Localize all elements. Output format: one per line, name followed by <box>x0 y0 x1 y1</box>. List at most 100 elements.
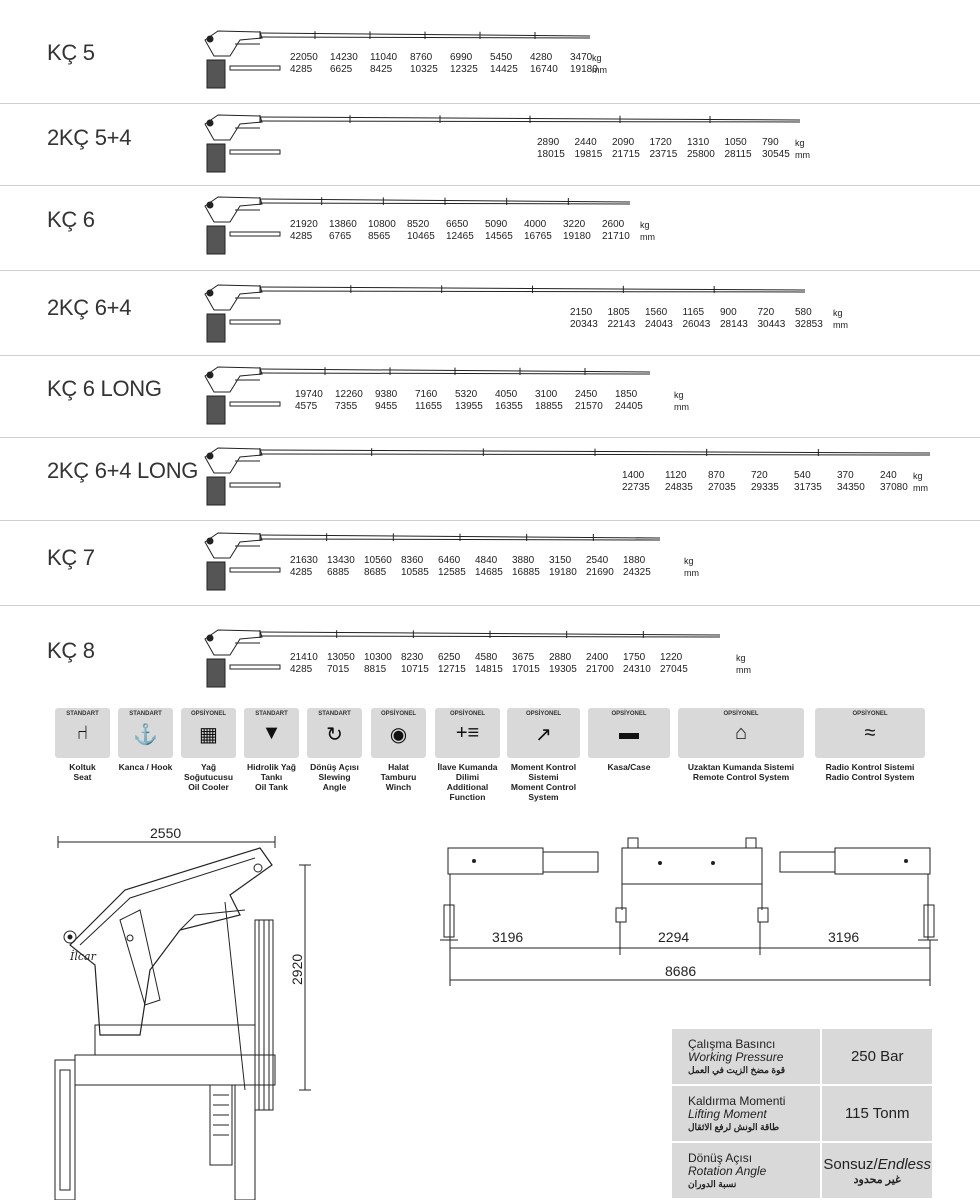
mm-value: 14425 <box>490 64 518 75</box>
kg-value: 2600 <box>602 219 625 230</box>
kg-value: 14230 <box>330 52 358 63</box>
oil-cooler-icon: ▦ <box>199 724 218 746</box>
option-label: Dönüş Açısı Slewing Angle <box>310 762 359 792</box>
spec-label-tr: Kaldırma Momenti <box>688 1094 786 1108</box>
option-tag: OPSİYONEL <box>852 711 888 717</box>
kg-value: 13430 <box>327 555 355 566</box>
kg-value: 790 <box>762 137 779 148</box>
mm-value: 22735 <box>622 482 650 493</box>
kg-value: 7160 <box>415 389 438 400</box>
kg-unit: kg <box>674 390 684 400</box>
kg-value: 580 <box>795 307 812 318</box>
option-tag: OPSİYONEL <box>723 711 759 717</box>
mm-value: 17015 <box>512 664 540 675</box>
mm-value: 16740 <box>530 64 558 75</box>
mm-value: 4575 <box>295 401 318 412</box>
crane-side-view: 2550 2920 İlcar <box>54 825 311 1200</box>
mm-value: 4285 <box>290 64 313 75</box>
option-tag: STANDART <box>66 711 99 717</box>
mm-value: 13955 <box>455 401 483 412</box>
kg-value: 720 <box>751 470 768 481</box>
mm-value: 19815 <box>574 149 603 160</box>
brand-logo: İlcar <box>69 949 97 963</box>
option-tag: STANDART <box>318 711 351 717</box>
mm-value: 19180 <box>563 231 591 242</box>
option-tag: OPSİYONEL <box>525 711 561 717</box>
winch-icon: ◉ <box>389 724 408 746</box>
model-name: KÇ 8 <box>47 638 95 663</box>
crane-reach-icon <box>204 447 931 506</box>
mm-value: 27035 <box>708 482 736 493</box>
mm-value: 8425 <box>370 64 393 75</box>
spec-value-ar: غير محدود <box>853 1173 901 1186</box>
mm-value: 4285 <box>290 664 313 675</box>
mm-value: 12465 <box>446 231 474 242</box>
model-name: KÇ 6 <box>47 207 95 232</box>
kg-value: 2540 <box>586 555 609 566</box>
spec-label: Dönüş Açısı Rotation Angle نسبة الدوران <box>669 1141 823 1200</box>
mm-value: 8565 <box>368 231 391 242</box>
crane-reach-icon <box>204 532 661 591</box>
model-name: KÇ 5 <box>47 40 95 65</box>
mm-value: 7355 <box>335 401 358 412</box>
mm-value: 8815 <box>364 664 387 675</box>
kg-value: 6460 <box>438 555 461 566</box>
mm-unit: mm <box>592 65 607 75</box>
spec-label-tr: Dönüş Açısı <box>688 1151 753 1165</box>
mm-value: 24835 <box>665 482 693 493</box>
spec-value: 115 Tonm <box>820 1084 934 1143</box>
kg-unit: kg <box>795 138 805 148</box>
kg-value: 8230 <box>401 652 424 663</box>
kg-value: 10560 <box>364 555 392 566</box>
mm-value: 11655 <box>415 401 443 412</box>
outrigger-diagram: 3196 2294 3196 8686 <box>440 837 938 986</box>
outrigger-total-dimension: 8686 <box>665 963 696 979</box>
kg-unit: kg <box>684 556 694 566</box>
kg-value: 370 <box>837 470 854 481</box>
outrigger-center-dimension: 2294 <box>658 929 689 945</box>
option-label: Halat Tamburu Winch <box>380 762 417 792</box>
model-name: KÇ 7 <box>47 545 95 570</box>
crane-reach-icon <box>204 196 631 255</box>
mm-value: 34350 <box>837 482 865 493</box>
kg-value: 4000 <box>524 219 547 230</box>
oil-tank-icon: ▼ <box>261 722 282 744</box>
kg-value: 10800 <box>368 219 396 230</box>
kg-value: 5320 <box>455 389 478 400</box>
kg-value: 540 <box>794 470 811 481</box>
kg-value: 720 <box>757 307 775 318</box>
kg-value: 4280 <box>530 52 553 63</box>
mm-value: 32853 <box>795 319 823 330</box>
mm-value: 6885 <box>327 567 350 578</box>
remote-control-icon: ⌂ <box>734 722 748 744</box>
mm-value: 9455 <box>375 401 398 412</box>
mm-value: 10715 <box>401 664 429 675</box>
option-item: STANDART⑁Koltuk Seat <box>55 708 110 782</box>
mm-value: 27045 <box>660 664 688 675</box>
outrigger-left-dimension: 3196 <box>492 929 523 945</box>
spec-label-ar: نسبة الدوران <box>688 1179 737 1189</box>
mm-unit: mm <box>736 665 751 675</box>
kg-value: 10300 <box>364 652 392 663</box>
kg-value: 1750 <box>623 652 646 663</box>
mm-value: 7015 <box>327 664 350 675</box>
option-tag: OPSİYONEL <box>611 711 647 717</box>
option-label: Koltuk Seat <box>69 762 96 782</box>
mm-value: 20343 <box>570 319 598 330</box>
kg-value: 22050 <box>290 52 318 63</box>
mm-value: 26043 <box>682 319 711 330</box>
mm-value: 31735 <box>794 482 822 493</box>
kg-value: 1165 <box>682 307 705 318</box>
option-label: Kanca / Hook <box>118 762 173 772</box>
kg-value: 13050 <box>327 652 355 663</box>
option-box: STANDART▼ <box>244 708 299 758</box>
mm-value: 22143 <box>607 319 636 330</box>
mm-value: 19305 <box>549 664 577 675</box>
